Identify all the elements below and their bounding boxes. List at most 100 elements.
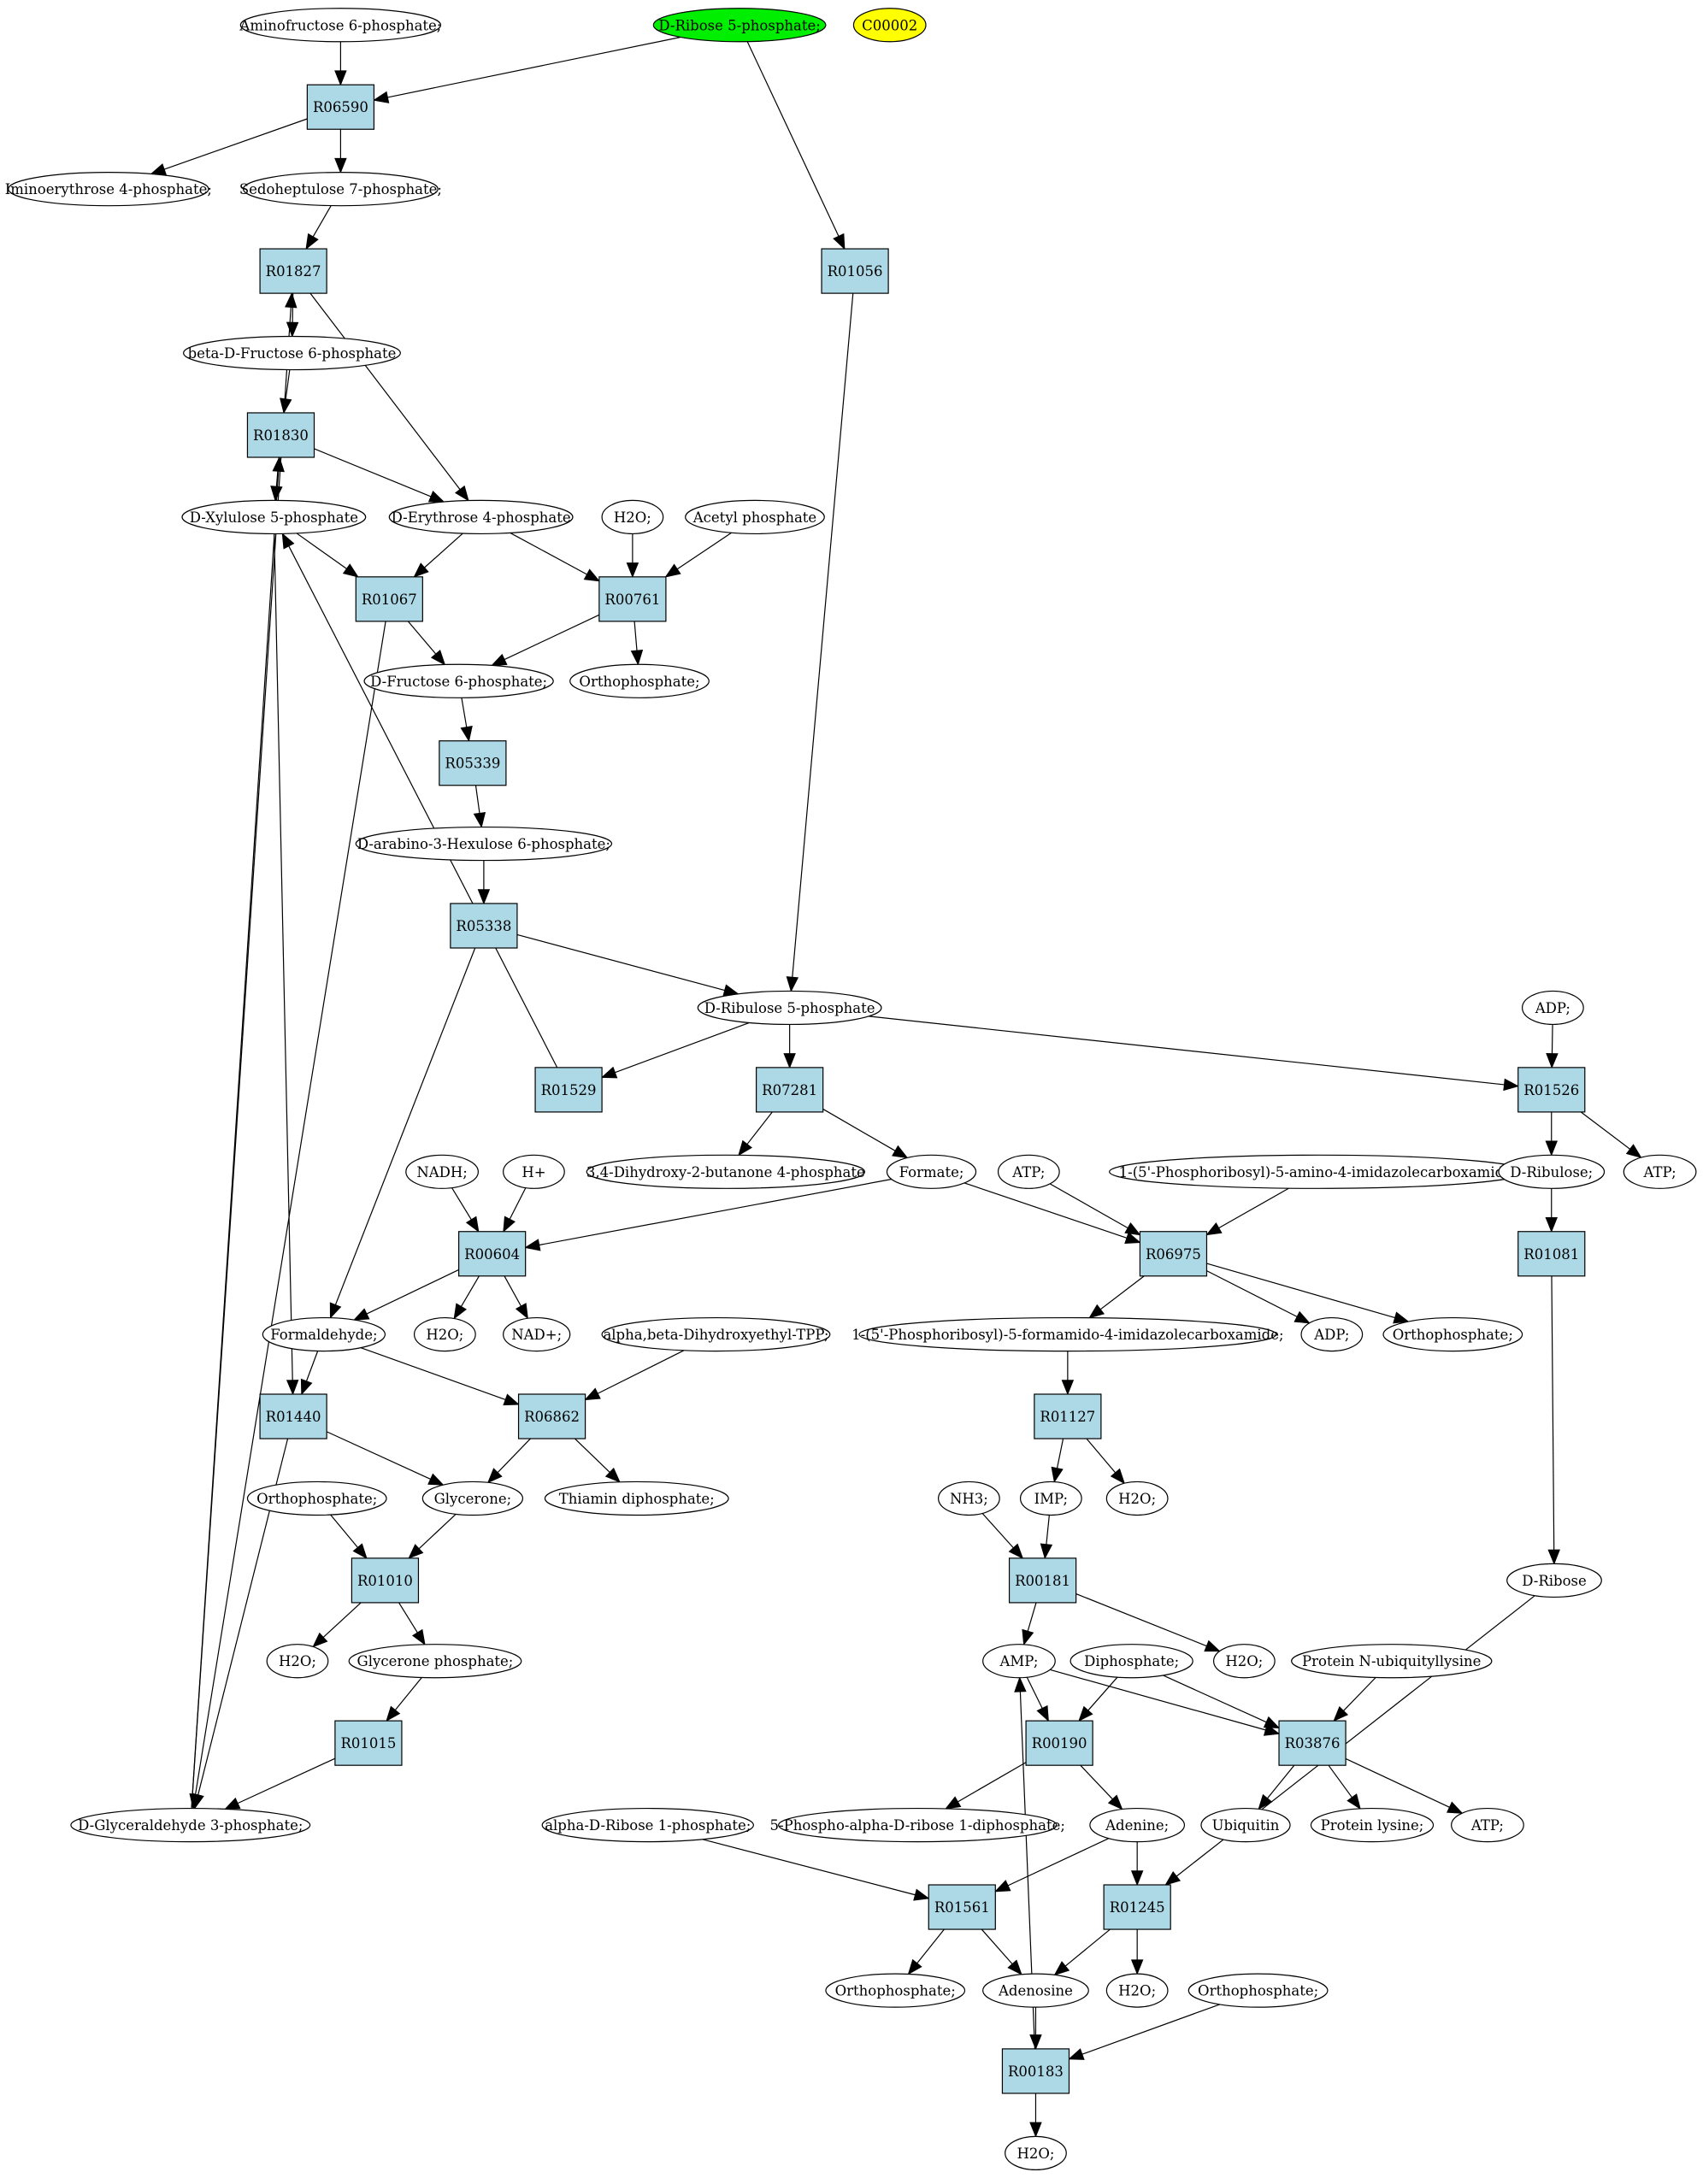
compound-node-prpp: 5-Phospho-alpha-D-ribose 1-diphosphate; (770, 1807, 1065, 1843)
reaction-node-R01827: R01827 (259, 248, 327, 294)
reaction-node-R03876: R03876 (1278, 1720, 1346, 1766)
arrowhead (1040, 1543, 1053, 1560)
node-label: R01561 (934, 1899, 990, 1916)
compound-node-ortho_4: Orthophosphate; (825, 1973, 966, 2008)
node-label: R01440 (266, 1409, 321, 1425)
edge-R01010-to-glyceronep (398, 1602, 426, 1645)
arrowhead (427, 491, 445, 503)
edge-ribulose-to-R01081 (1545, 1188, 1558, 1233)
arrowhead (1014, 1676, 1027, 1692)
arrowhead (1545, 1140, 1558, 1157)
node-label: D-Ribose (1522, 1573, 1587, 1589)
edge-R00604-to-h2o_2 (453, 1275, 480, 1320)
arrowhead (503, 1216, 516, 1233)
compound-node-atp_3: ATP; (1451, 1807, 1524, 1843)
node-label: C00002 (862, 17, 917, 33)
compound-node-adp_2: ADP; (1300, 1316, 1364, 1352)
compound-ellipse (1089, 1807, 1186, 1843)
node-label: ATP; (1011, 1164, 1045, 1180)
node-label: Iminoerythrose 4-phosphate; (5, 181, 212, 197)
edge-hexulose6p-to-R05338 (477, 860, 491, 905)
compound-node-nadplus: NAD+; (503, 1316, 571, 1352)
compound-node-ortho_5: Orthophosphate; (1187, 1973, 1329, 2008)
compound-ellipse (544, 1481, 729, 1516)
compound-node-bfru6p: beta-D-Fructose 6-phosphate (183, 335, 401, 371)
arrowhead (783, 1053, 796, 1069)
edge-line (285, 369, 291, 399)
compound-ellipse (586, 1154, 866, 1189)
compound-ellipse (1506, 1563, 1602, 1598)
arrowhead (373, 91, 390, 103)
edge-layer (150, 36, 1642, 2138)
compound-ellipse (348, 1644, 522, 1679)
edge-line (1099, 1275, 1145, 1310)
compound-node-ar1p: alpha-D-Ribose 1-phosphate; (541, 1807, 754, 1843)
edge-glycerone-to-R01010 (408, 1513, 457, 1559)
arrowhead (1546, 1052, 1559, 1069)
reaction-box (517, 1393, 586, 1439)
node-label: H2O; (1118, 1983, 1156, 1999)
reaction-box (450, 903, 518, 949)
compound-node-adenosine: Adenosine (982, 1973, 1089, 2008)
edge-adenine-to-R01561 (994, 1838, 1110, 1893)
edge-line (1266, 1764, 1295, 1799)
node-label: D-arabino-3-Hexulose 6-phosphate; (357, 836, 610, 852)
compound-ellipse (262, 1316, 386, 1352)
edge-line (1007, 1838, 1110, 1887)
edge-line (1343, 1677, 1376, 1711)
compound-ellipse (852, 8, 927, 43)
reaction-node-R06862: R06862 (517, 1393, 586, 1439)
compound-ellipse (541, 1807, 754, 1843)
arrowhead (626, 562, 639, 579)
compound-node-dribose: D-Ribose (1506, 1563, 1602, 1598)
edge-line (916, 1928, 945, 1964)
arrowhead (738, 1139, 753, 1157)
edge-R00183-to-h2o_7 (1029, 2093, 1042, 2138)
node-label: D-Fructose 6-phosphate; (370, 674, 547, 690)
edge-R07281-to-dhbp (738, 1111, 773, 1157)
node-label: ATP; (1643, 1164, 1676, 1180)
edge-line (1086, 1438, 1117, 1474)
compound-node-erythrose4p: D-Erythrose 4-phosphate (388, 499, 574, 535)
edge-line (822, 1108, 896, 1151)
edge-ribulose5p-to-R01526 (868, 1015, 1520, 1092)
node-label: R00190 (1032, 1735, 1087, 1751)
node-label: Sedoheptulose 7-phosphate; (239, 181, 442, 197)
node-label: D-Xylulose 5-phosphate (190, 509, 358, 526)
compound-node-atp_2: ATP; (1623, 1154, 1697, 1189)
compound-node-glyceronep: Glycerone phosphate; (348, 1644, 522, 1679)
compound-ellipse (1105, 1973, 1169, 2008)
edge-line (746, 41, 840, 237)
edge-R07281-to-formate (822, 1108, 909, 1159)
compound-ellipse (70, 1807, 311, 1843)
node-label: ADP; (1535, 1000, 1570, 1016)
arrowhead (1447, 1801, 1464, 1814)
reaction-box (1001, 2048, 1070, 2094)
node-label: 5-Phospho-alpha-D-ribose 1-diphosphate; (770, 1817, 1065, 1834)
compound-ellipse (886, 1154, 977, 1189)
reaction-box (259, 248, 327, 294)
edge-line (1064, 1928, 1111, 1967)
arrowhead (945, 1796, 962, 1810)
node-label: Adenosine (998, 1983, 1073, 1999)
edge-line (398, 1602, 418, 1634)
edge-line (868, 1015, 1505, 1086)
edge-R01827-to-erythrose4p (309, 292, 469, 502)
arrowhead (334, 70, 347, 86)
compound-node-ubiquitin: Ubiquitin (1200, 1807, 1291, 1843)
compound-node-imp: IMP; (1019, 1481, 1082, 1516)
arrowhead (1258, 1793, 1273, 1810)
compound-node-h2o_2: H2O; (413, 1316, 476, 1352)
reaction-box (1025, 1720, 1093, 1766)
compound-ellipse (503, 1154, 565, 1189)
edge-line (509, 1187, 527, 1220)
compound-node-dhbp: 3,4-Dihydroxy-2-butanone 4-phosphate (586, 1154, 866, 1189)
reaction-box (1139, 1231, 1208, 1277)
arrowhead (583, 568, 601, 582)
node-label: 1-(5'-Phosphoribosyl)-5-amino-4-imidazol… (1119, 1164, 1517, 1180)
reaction-box (355, 576, 423, 622)
reaction-box (439, 740, 507, 786)
node-label: D-Erythrose 4-phosphate (392, 509, 571, 526)
arrowhead (664, 563, 681, 578)
reaction-node-R01081: R01081 (1517, 1231, 1586, 1277)
